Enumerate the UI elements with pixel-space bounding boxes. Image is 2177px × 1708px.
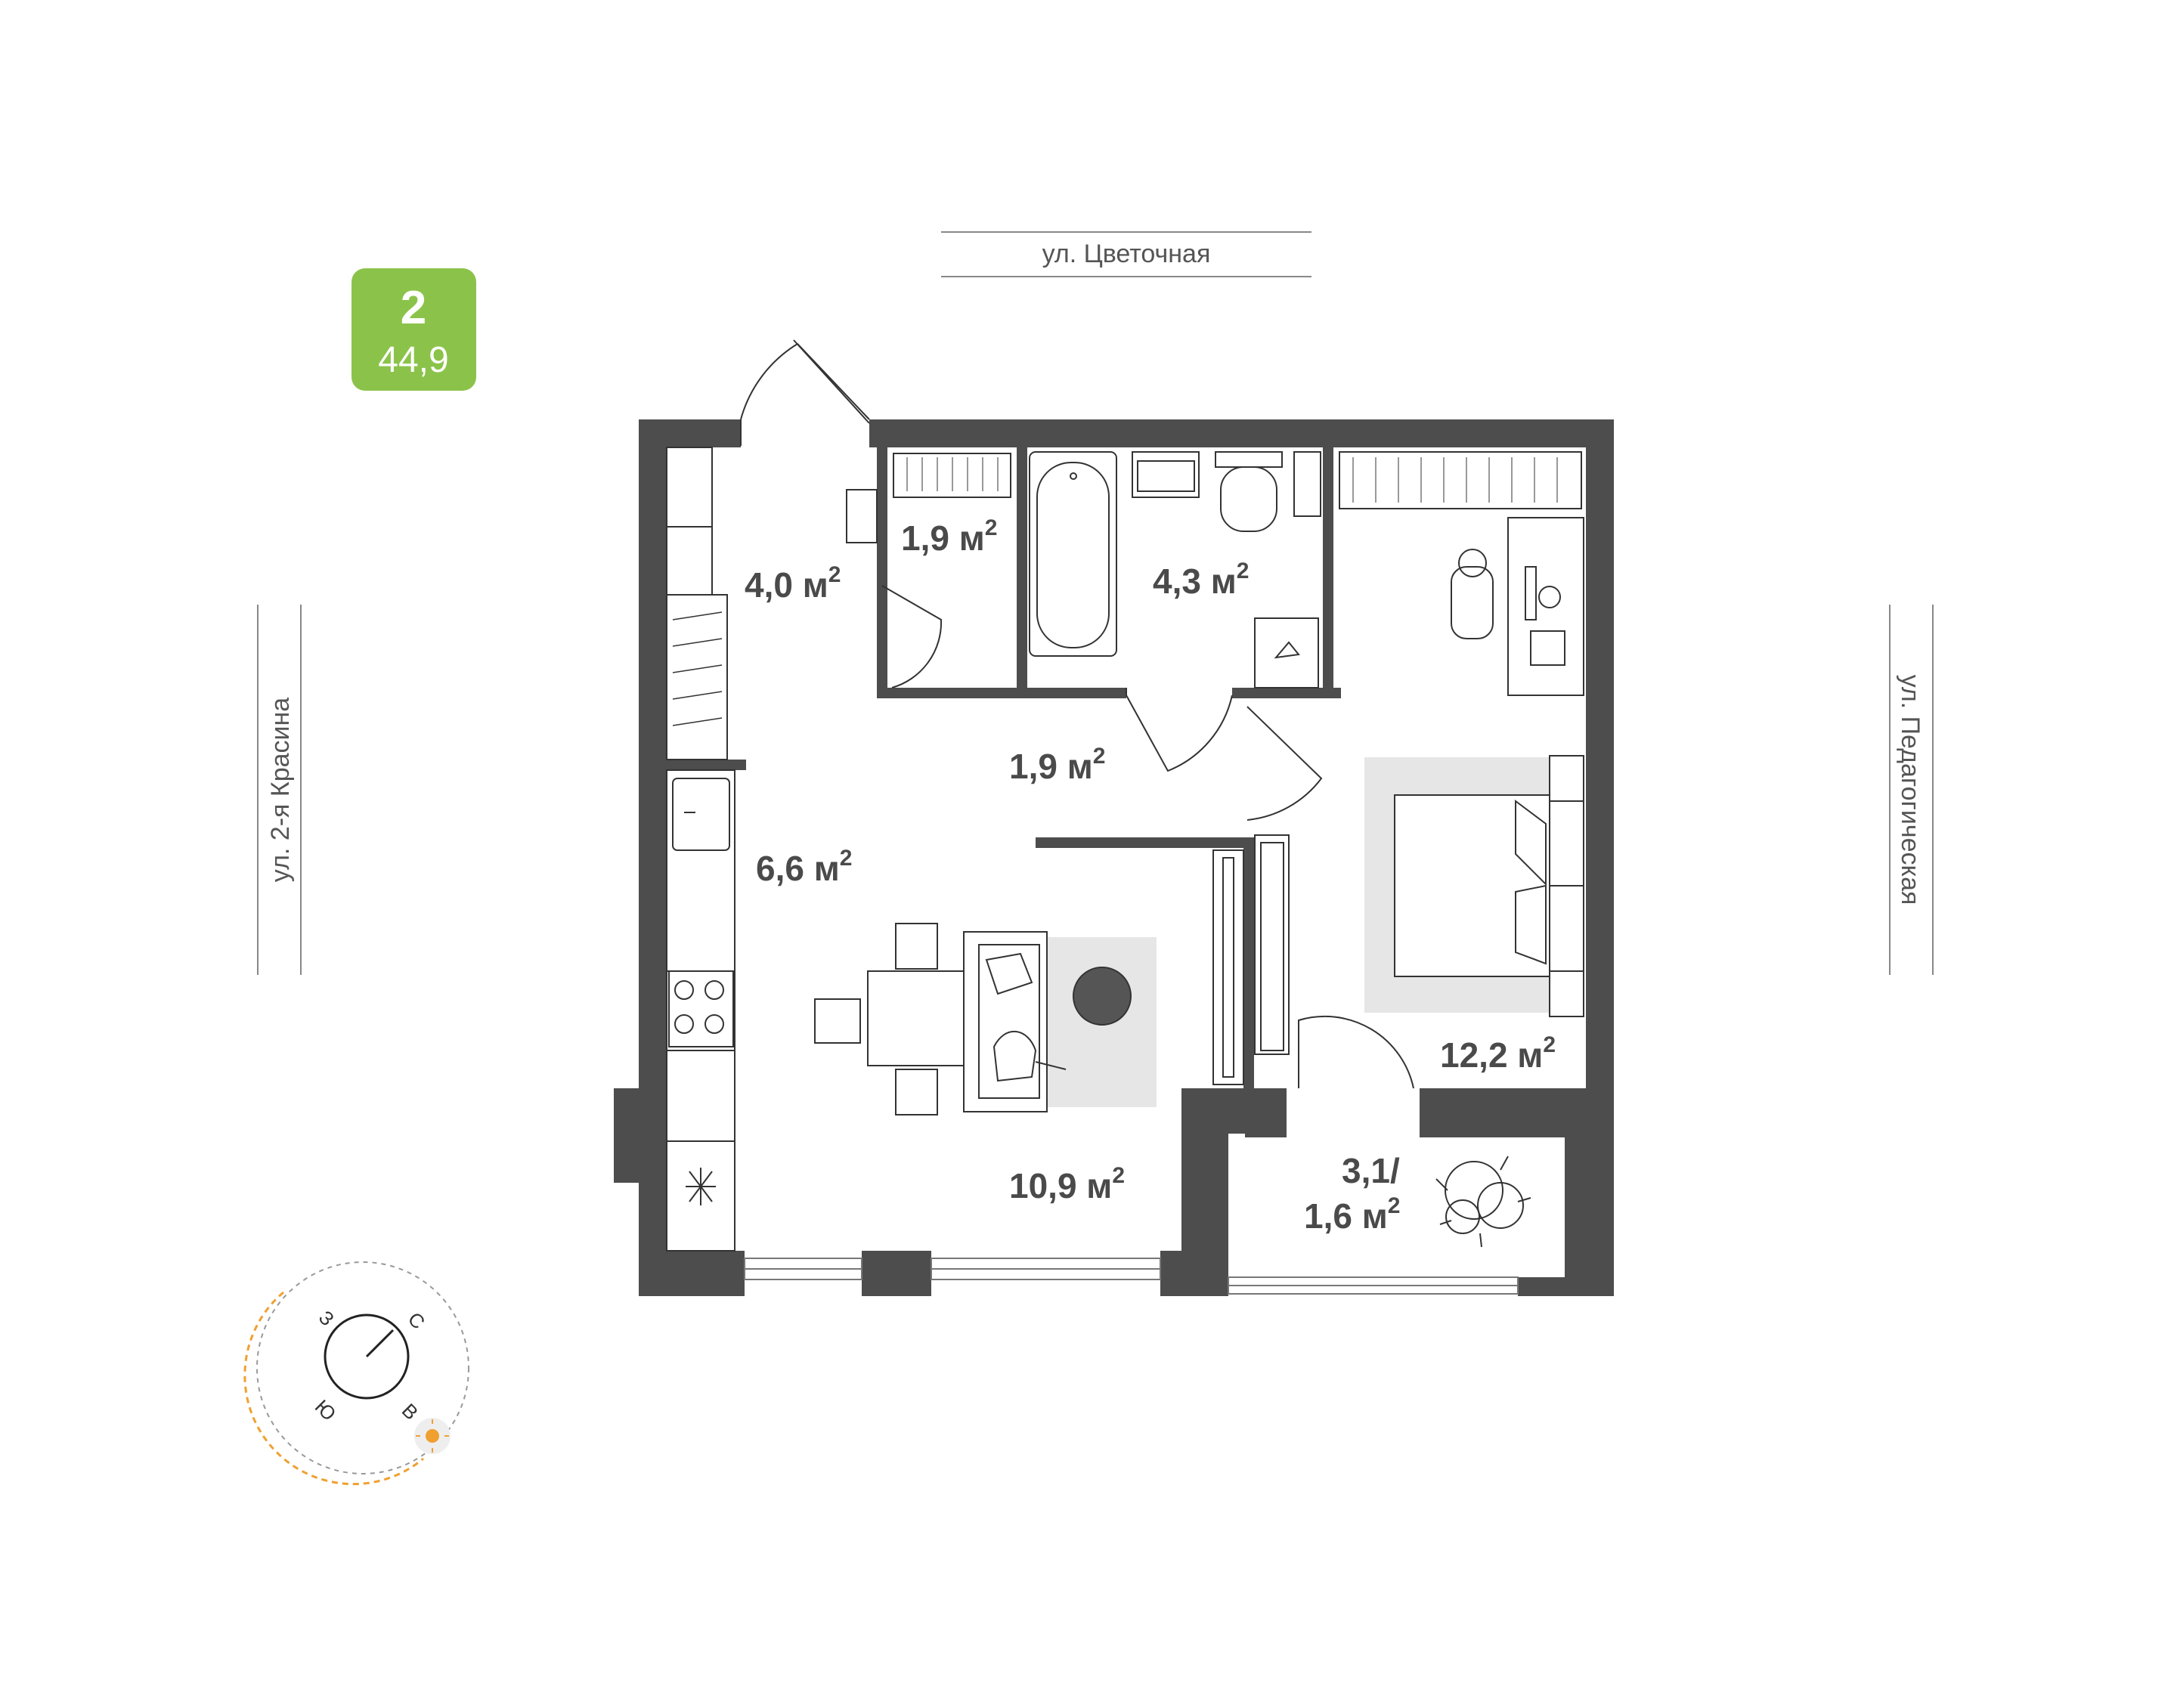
room-closet: 1,9 м2	[846, 453, 1011, 688]
room-kitchen	[666, 769, 735, 1252]
entrance-door	[740, 339, 870, 446]
room-closet-area: 1,9 м2	[901, 515, 997, 558]
kitchen-sink	[672, 778, 730, 851]
bathtub	[1029, 451, 1117, 657]
room-bathroom-area: 4,3 м2	[1153, 559, 1249, 601]
sun-icon	[414, 1418, 451, 1454]
compass-west: З	[314, 1306, 339, 1330]
pouf	[1073, 967, 1132, 1026]
street-right: ул. Педагогическая	[1889, 605, 1934, 975]
compass-south: Ю	[311, 1395, 341, 1425]
room-balcony-area-2: 1,6 м2	[1304, 1193, 1400, 1236]
windows	[744, 1258, 1519, 1295]
street-top: ул. Цветочная	[941, 231, 1311, 277]
closet-rail	[893, 453, 1011, 498]
badge-background	[351, 268, 476, 391]
desk-chair	[1451, 566, 1494, 639]
bed	[1394, 794, 1550, 977]
room-living-area: 10,9 м2	[1009, 1163, 1125, 1205]
bedroom-wardrobe	[1212, 834, 1290, 1085]
sink	[1132, 451, 1200, 498]
room-corridor-area: 1,9 м2	[1009, 744, 1105, 786]
shower-tray	[1254, 617, 1319, 688]
compass-north: С	[404, 1307, 429, 1333]
fridge-icon	[686, 1168, 716, 1205]
dining-table	[867, 970, 965, 1066]
sofa	[963, 931, 1048, 1112]
room-balcony-area-1: 3,1/	[1342, 1151, 1400, 1190]
compass-east: В	[398, 1399, 423, 1424]
street-left: ул. 2-я Красина	[257, 605, 302, 975]
room-living-furniture	[814, 923, 1157, 1115]
bedroom-closet	[1339, 451, 1584, 696]
room-balcony-plant	[1435, 1156, 1531, 1248]
interior-walls	[667, 447, 1341, 1088]
room-bedroom-area: 12,2 м2	[1440, 1032, 1556, 1075]
room-bathroom	[1029, 451, 1321, 688]
street-top-label: ул. Цветочная	[1042, 240, 1211, 268]
desk	[1507, 517, 1584, 696]
room-hall-area: 4,0 м2	[745, 562, 841, 605]
room-bedroom-furniture	[1364, 755, 1584, 1017]
street-left-label: ул. 2-я Красина	[266, 698, 295, 882]
hall-furniture	[666, 447, 728, 760]
badge-area: 44,9	[378, 340, 448, 380]
room-hall: 4,0 м2	[745, 562, 841, 605]
street-right-label: ул. Педагогическая	[1896, 675, 1925, 905]
room-kitchen-area: 6,6 м2	[756, 846, 852, 888]
badge-rooms: 2	[401, 282, 426, 334]
walls	[614, 419, 1614, 1296]
compass: С В Ю З	[243, 1261, 469, 1486]
toilet	[1215, 451, 1283, 468]
apartment-badge: 2 44,9	[351, 268, 476, 391]
